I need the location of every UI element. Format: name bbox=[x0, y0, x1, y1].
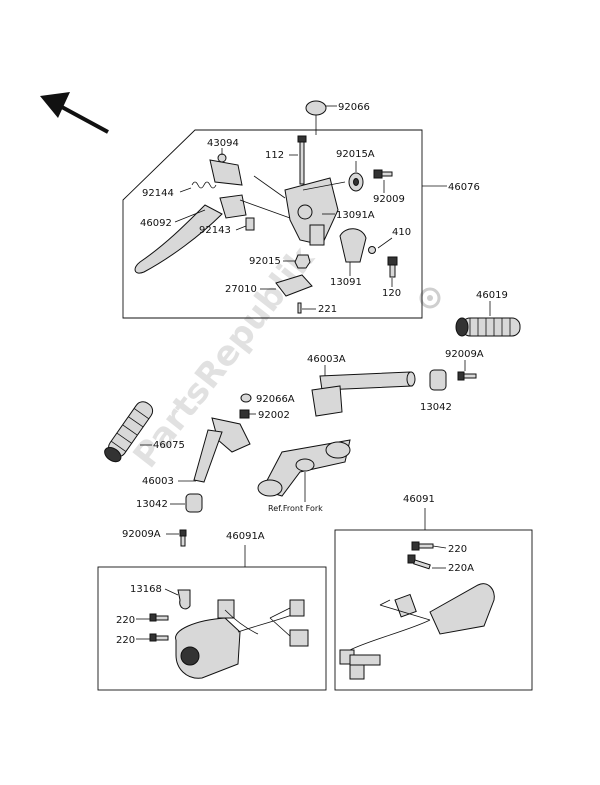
brake-lever bbox=[134, 194, 247, 274]
label-92002: 92002 bbox=[258, 410, 290, 421]
screw-92009A-right bbox=[457, 371, 477, 381]
label-220-left-b: 220 bbox=[116, 635, 135, 646]
screw-220-left-b bbox=[149, 633, 169, 642]
screw-220-left-a bbox=[149, 613, 169, 622]
label-46092: 46092 bbox=[140, 218, 172, 229]
screw-92009 bbox=[373, 169, 393, 179]
label-46019: 46019 bbox=[476, 290, 508, 301]
label-92009A-right: 92009A bbox=[445, 349, 484, 360]
label-220A: 220A bbox=[448, 563, 474, 574]
bar-end-weight-right bbox=[429, 369, 447, 391]
screw-92009A-left bbox=[179, 529, 187, 547]
label-46003: 46003 bbox=[142, 476, 174, 487]
left-handlebar bbox=[193, 417, 251, 483]
bolt-120 bbox=[387, 256, 398, 278]
right-switch-group-box bbox=[334, 529, 533, 691]
master-cylinder-group-box bbox=[122, 129, 423, 319]
left-switch-housing bbox=[175, 599, 309, 679]
label-92066A: 92066A bbox=[256, 394, 295, 405]
label-46091A: 46091A bbox=[226, 531, 265, 542]
screw-220-right bbox=[411, 541, 434, 551]
label-92015: 92015 bbox=[249, 256, 281, 267]
screw-220A bbox=[407, 554, 431, 570]
label-46091: 46091 bbox=[403, 494, 435, 505]
nut-92015 bbox=[294, 254, 311, 269]
switch-27010 bbox=[275, 274, 313, 297]
label-120: 120 bbox=[382, 288, 401, 299]
left-grip bbox=[104, 401, 154, 463]
label-46076: 46076 bbox=[448, 182, 480, 193]
master-cylinder-body bbox=[284, 177, 339, 246]
bolt-112 bbox=[297, 135, 307, 185]
label-92015A: 92015A bbox=[336, 149, 375, 160]
label-92143: 92143 bbox=[199, 225, 231, 236]
label-410: 410 bbox=[392, 227, 411, 238]
brake-light-switch bbox=[209, 153, 243, 186]
label-27010: 27010 bbox=[225, 284, 257, 295]
label-13091A: 13091A bbox=[336, 210, 375, 221]
label-92144: 92144 bbox=[142, 188, 174, 199]
label-220-left-a: 220 bbox=[116, 615, 135, 626]
right-handlebar bbox=[311, 371, 416, 417]
label-46075: 46075 bbox=[153, 440, 185, 451]
right-switch-housing bbox=[339, 583, 495, 680]
label-43094: 43094 bbox=[207, 138, 239, 149]
label-13042-right: 13042 bbox=[420, 402, 452, 413]
grommet-92015A bbox=[348, 172, 364, 192]
fork-upper-bracket bbox=[257, 439, 351, 497]
clip-13168 bbox=[177, 589, 191, 610]
label-13042-left: 13042 bbox=[136, 499, 168, 510]
label-112: 112 bbox=[265, 150, 284, 161]
bar-end-weight-left bbox=[185, 493, 203, 513]
label-46003A: 46003A bbox=[307, 354, 346, 365]
spring-92144 bbox=[191, 181, 217, 189]
label-92009: 92009 bbox=[373, 194, 405, 205]
front-direction-arrow-icon bbox=[40, 92, 109, 134]
right-grip bbox=[455, 317, 521, 337]
label-221: 221 bbox=[318, 304, 337, 315]
bolt-92002 bbox=[239, 409, 250, 419]
label-13091: 13091 bbox=[330, 277, 362, 288]
screw-221 bbox=[297, 302, 302, 314]
gear-icon bbox=[419, 287, 441, 309]
reservoir-cap bbox=[305, 100, 327, 135]
label-92066: 92066 bbox=[338, 102, 370, 113]
left-switch-group-box bbox=[97, 566, 327, 691]
label-13168: 13168 bbox=[130, 584, 162, 595]
label-220-right: 220 bbox=[448, 544, 467, 555]
washer-410 bbox=[368, 246, 376, 254]
label-92009A-left: 92009A bbox=[122, 529, 161, 540]
cap-92066A bbox=[240, 393, 252, 403]
collar-92143 bbox=[245, 217, 255, 231]
clamp-13091 bbox=[339, 228, 367, 263]
label-ref-front-fork: Ref.Front Fork bbox=[268, 504, 323, 513]
